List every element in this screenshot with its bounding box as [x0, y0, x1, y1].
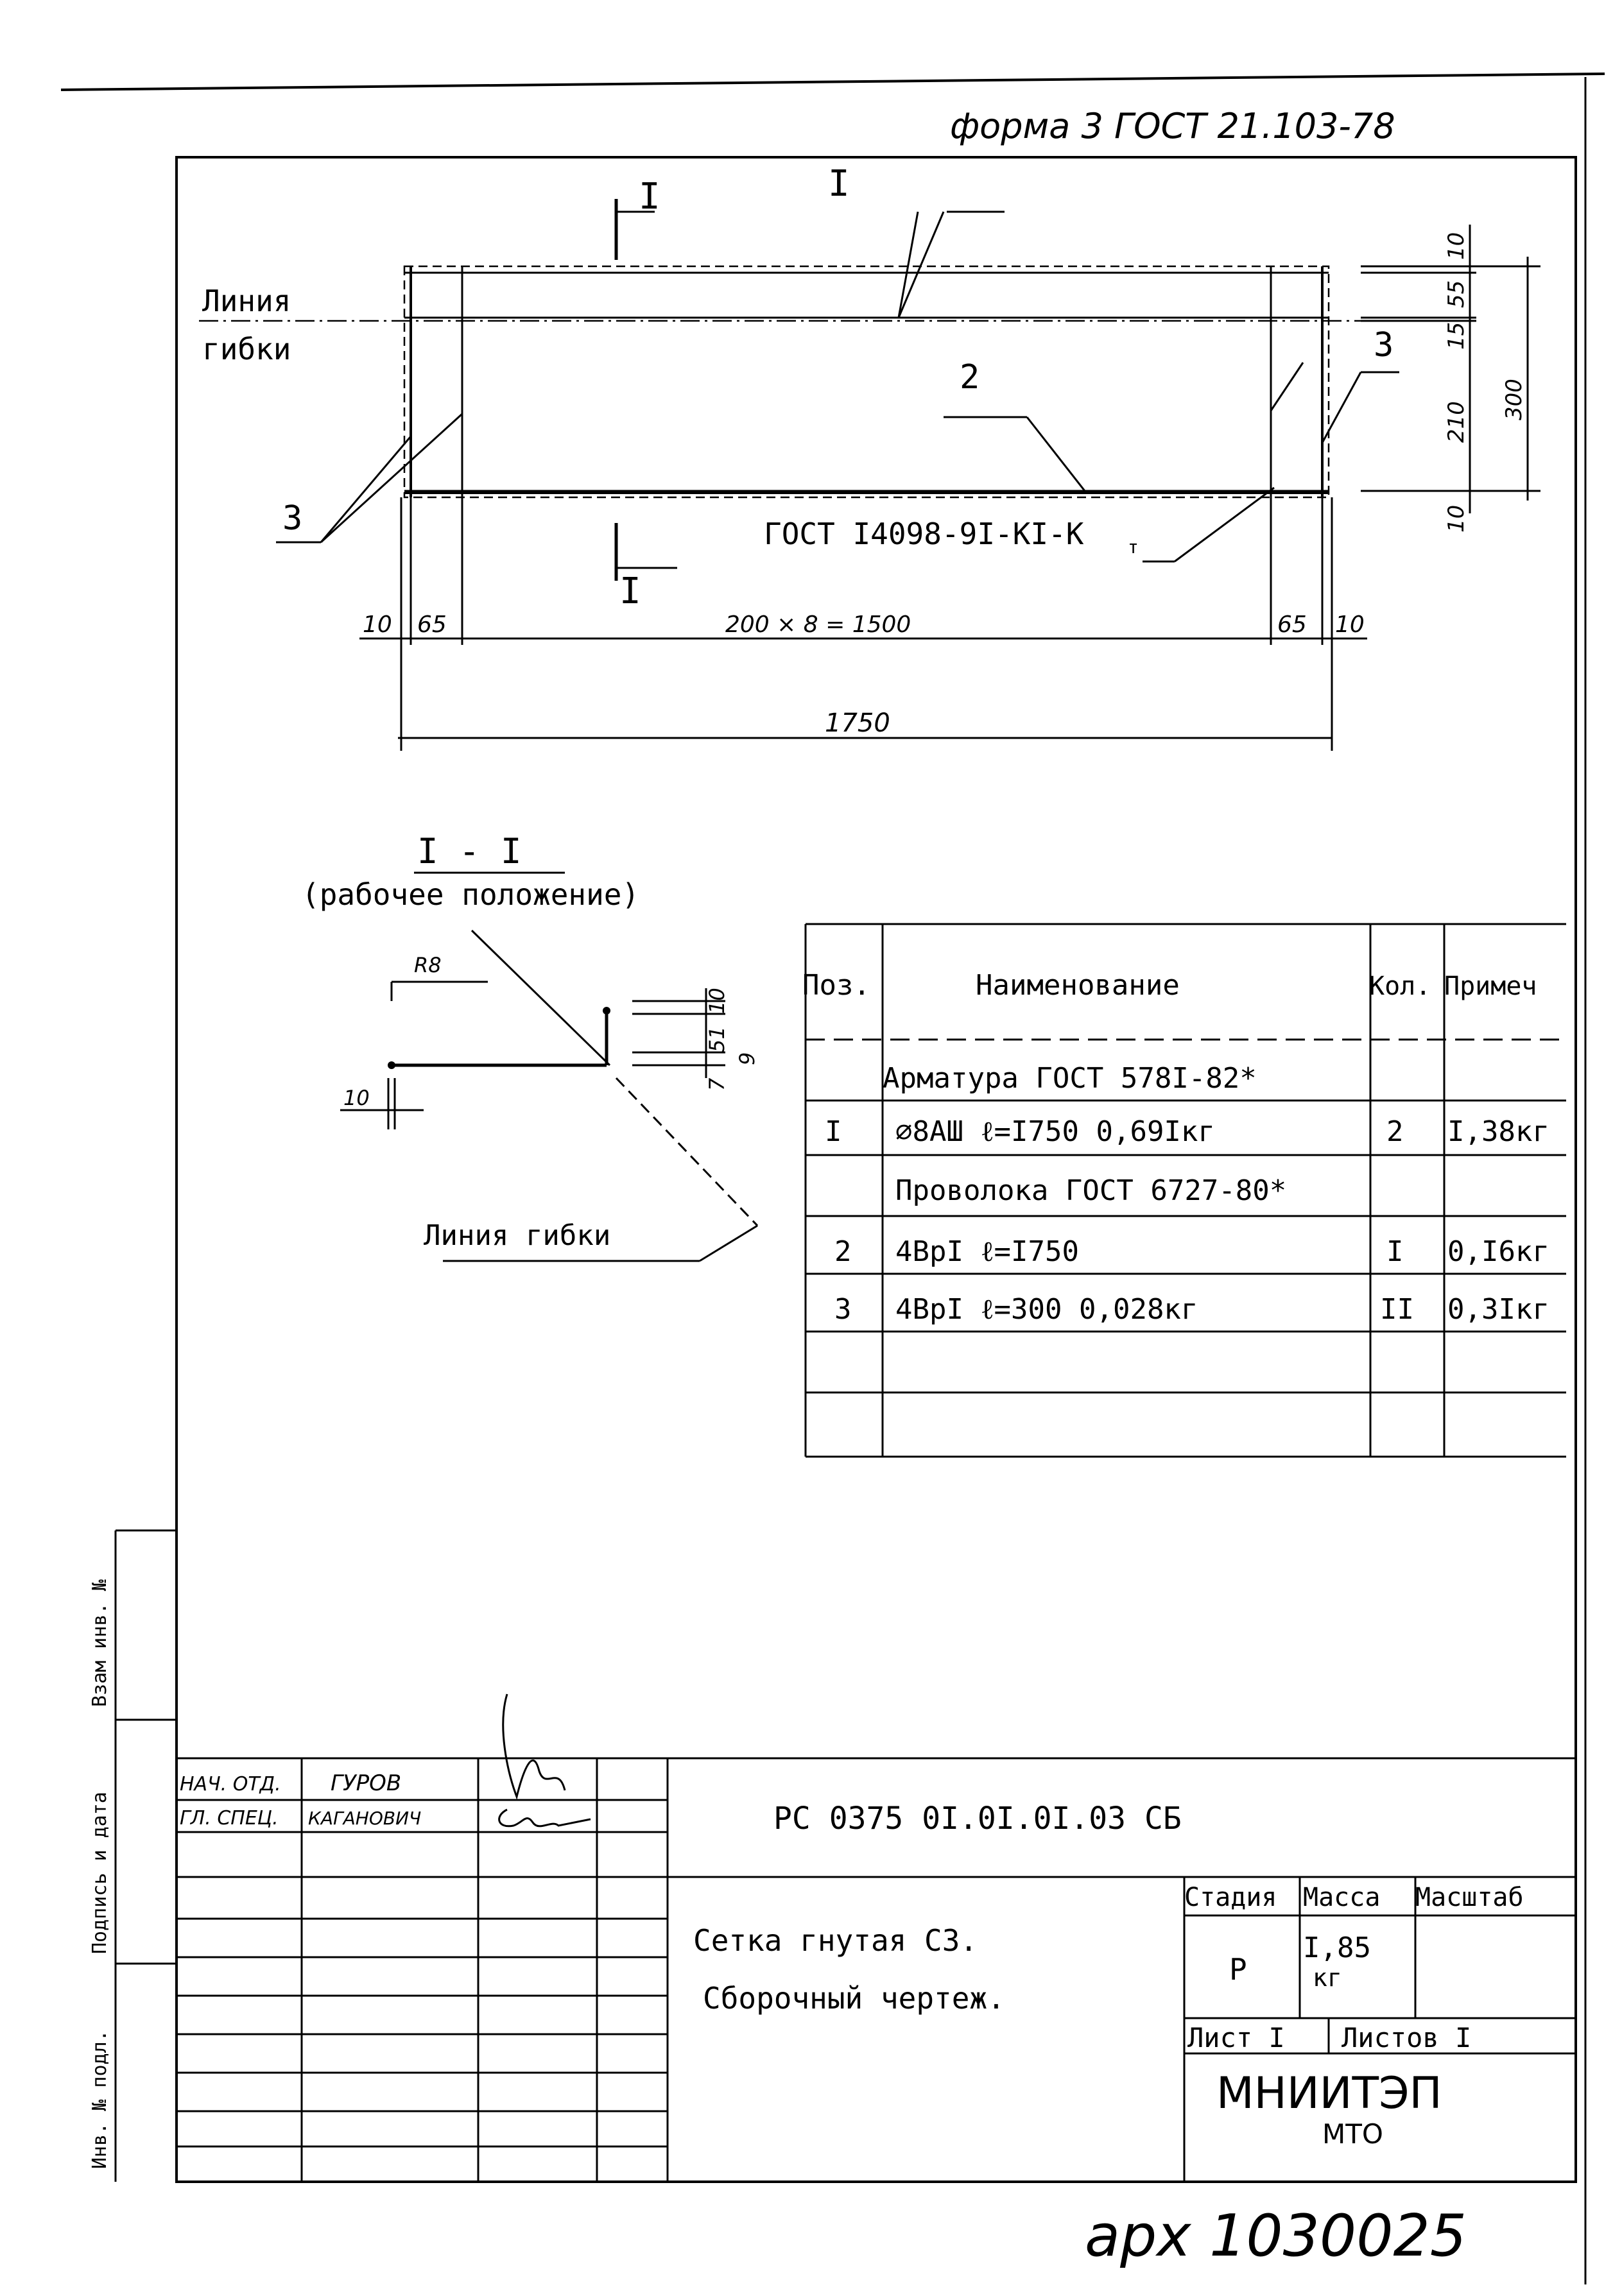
spec-row-2-note: I,38кг: [1447, 1115, 1549, 1148]
bend-line-label-2: гибки: [202, 332, 291, 366]
dim-overall: 1750: [825, 708, 890, 738]
callout-2: 2: [960, 358, 979, 397]
section-mark-top: I: [828, 163, 850, 205]
dim-left-65: 65: [417, 612, 447, 638]
spec-row-2-pos: I: [825, 1115, 842, 1148]
spec-row-1-name: Арматура ГОСТ 578I-82*: [883, 1062, 1257, 1095]
tb-role-1: НАЧ. ОТД.: [180, 1773, 281, 1795]
section-view: I - I (рабочее положение) R8 10 51 7 9: [302, 831, 759, 1262]
tb-stage: Р: [1229, 1952, 1247, 1987]
spec-header-qty: Кол.: [1369, 972, 1431, 1001]
spec-row-3-name: Проволока ГОСТ 6727-80*: [895, 1174, 1286, 1207]
dim-right-10-top: 10: [1444, 232, 1469, 260]
callout-3-left: 3: [282, 499, 302, 538]
spec-row-5-pos: 3: [834, 1293, 852, 1326]
gost-subscript: т: [1128, 536, 1139, 558]
form-header: форма 3 ГОСТ 21.103-78: [950, 106, 1395, 146]
spec-header-name: Наименование: [976, 969, 1180, 1002]
gost-label: ГОСТ I4098-9I-KI-K: [764, 517, 1084, 551]
section-dot-top: [603, 1007, 610, 1015]
dim-15: 15: [1444, 322, 1469, 350]
section-mark-bottom: I: [619, 570, 641, 612]
tb-org: МНИИТЭП: [1216, 2068, 1442, 2119]
spec-row-2-name: ⌀8АШ ℓ=I750 0,69Iкг: [895, 1115, 1215, 1148]
tb-item-name: Сетка гнутая С3.: [693, 1923, 978, 1958]
spec-table: Поз. Наименование Кол. Примеч Арматура Г…: [802, 923, 1566, 1458]
archive-number: арх 1030025: [1085, 2202, 1467, 2270]
spec-header-note: Примеч: [1444, 972, 1537, 1001]
tb-sheet: Лист I: [1187, 2022, 1285, 2053]
dim-right-10: 10: [1335, 612, 1365, 638]
spec-row-5-name: 4ВрI ℓ=300 0,028кг: [895, 1293, 1198, 1326]
spec-row-5-qty: II: [1380, 1293, 1414, 1326]
tb-doc-type: Сборочный чертеж.: [703, 1981, 1005, 2016]
signature-1: [502, 1693, 566, 1801]
section-subtitle: (рабочее положение): [302, 877, 639, 912]
section-dim-51: 51: [705, 1026, 729, 1052]
tb-sheets: Листов I: [1342, 2022, 1471, 2053]
sheet-frame: [60, 73, 1605, 2284]
signature-2: [498, 1808, 591, 1828]
tb-doc-code: РС 0375 0I.0I.0I.03 СБ: [773, 1801, 1182, 1837]
section-dim-9: 9: [735, 1052, 759, 1065]
section-radius: R8: [414, 953, 442, 977]
tb-dept: МТО: [1322, 2118, 1383, 2150]
side-stamp-replace: Взам инв. №: [89, 1579, 111, 1707]
side-stamp: Инв. № подл. Подпись и дата Взам инв. №: [89, 1579, 111, 2169]
callout-3-right: 3: [1374, 326, 1393, 364]
tb-mass-value: I,85: [1303, 1932, 1371, 1964]
section-bend-label: Линия гибки: [424, 1219, 610, 1252]
tb-scale-header: Масштаб: [1415, 1883, 1524, 1912]
section-dim-10-left: 10: [343, 1086, 370, 1110]
dim-right-65: 65: [1277, 612, 1307, 638]
tb-mass-unit: кг: [1313, 1964, 1342, 1992]
section-title: I - I: [417, 831, 522, 871]
tb-mass-header: Масса: [1303, 1883, 1380, 1912]
section-dim-10-top: 10: [705, 988, 729, 1014]
spec-row-4-pos: 2: [834, 1235, 852, 1268]
spec-row-5-note: 0,3Iкг: [1447, 1293, 1549, 1326]
spec-row-4-qty: I: [1386, 1235, 1404, 1268]
tb-name-2: КАГАНОВИЧ: [308, 1808, 421, 1829]
spec-header-pos: Поз.: [802, 969, 870, 1002]
title-block: НАЧ. ОТД. ГУРОВ ГЛ. СПЕЦ. КАГАНОВИЧ РС 0…: [177, 1693, 1576, 2182]
section-mark-left: I: [639, 176, 660, 218]
bend-line-label-1: Линия: [202, 284, 291, 318]
section-dim-7: 7: [705, 1077, 729, 1091]
plan-view: I I I Линия гибки 2 3 3 ГОСТ I4098-9I-KI…: [199, 163, 1540, 751]
dim-left-10: 10: [363, 612, 392, 638]
dim-right-10-bottom: 10: [1444, 505, 1469, 533]
spec-row-2-qty: 2: [1386, 1115, 1404, 1148]
dim-210: 210: [1444, 401, 1469, 443]
tb-role-2: ГЛ. СПЕЦ.: [180, 1807, 279, 1829]
side-stamp-inv: Инв. № подл.: [89, 2030, 111, 2169]
spec-row-4-note: 0,I6кг: [1447, 1235, 1549, 1268]
tb-stage-header: Стадия: [1184, 1883, 1277, 1912]
dim-middle: 200 × 8 = 1500: [725, 612, 911, 638]
dim-300: 300: [1501, 379, 1527, 420]
side-stamp-sign: Подпись и дата: [89, 1792, 111, 1954]
spec-row-4-name: 4ВрI ℓ=I750: [895, 1235, 1079, 1268]
dim-55: 55: [1444, 280, 1469, 308]
tb-name-1: ГУРОВ: [331, 1770, 401, 1796]
section-dot-left: [388, 1061, 395, 1069]
